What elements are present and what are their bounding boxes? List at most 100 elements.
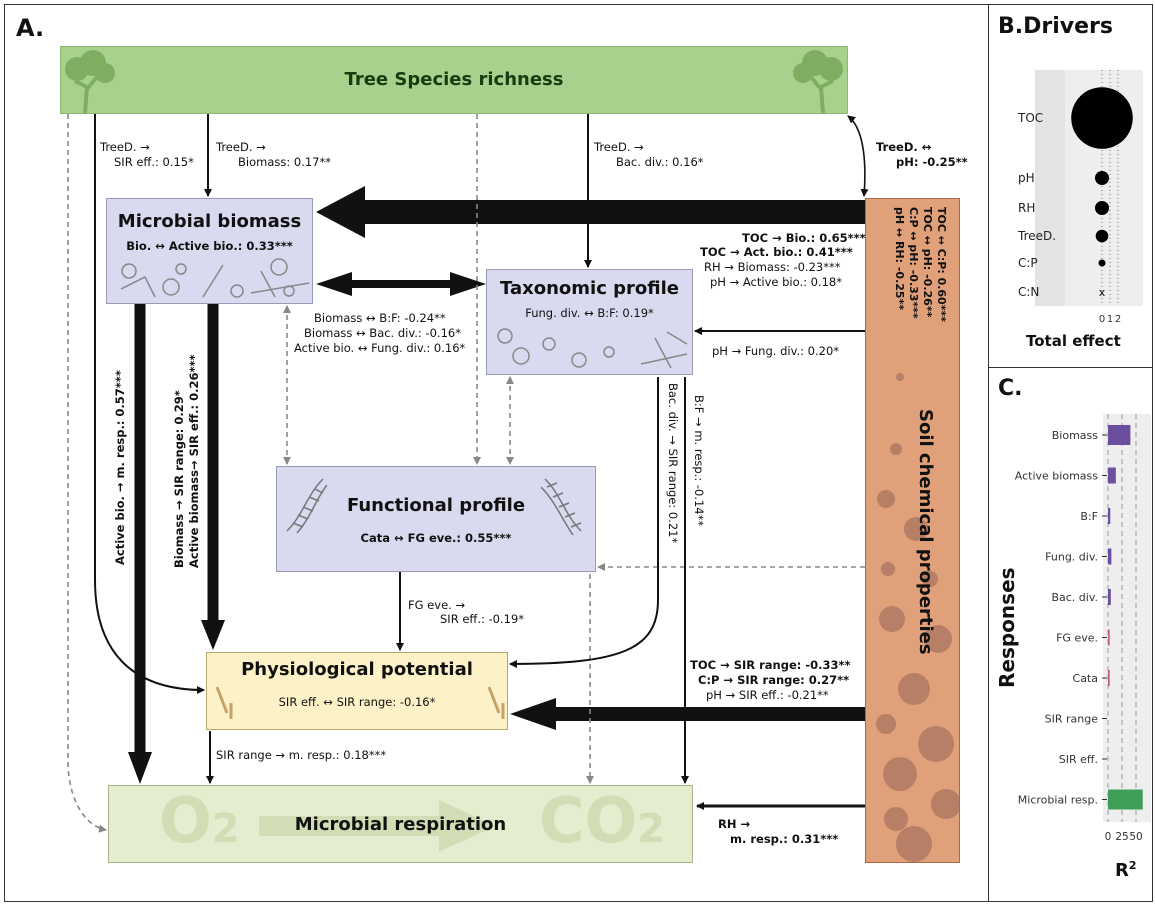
drivers-xlabel: Total effect <box>1026 332 1121 350</box>
soil-phys-label-3: pH → SIR eff.: -0.21** <box>706 688 829 702</box>
tree-richness-title: Tree Species richness <box>344 69 564 90</box>
responses-tick-0: 0 <box>1105 831 1112 843</box>
responses-xlabel: R2 <box>1115 859 1137 881</box>
drivers-dot-treed- <box>1095 229 1109 243</box>
responses-label-microbial-resp-: Microbial resp. <box>1018 794 1098 807</box>
microbial-biomass-box: Microbial biomass Bio. ↔ Active bio.: 0.… <box>106 198 313 304</box>
soil-cor-2: TOC ↔ pH: -0.26** <box>921 207 934 318</box>
panel-b-label: B.Drivers <box>998 14 1113 39</box>
tube-left-icon <box>215 686 233 719</box>
tube-right-icon <box>487 686 505 719</box>
tree-bio-label-1: TreeD. → <box>216 140 266 154</box>
bf-resp-label: B:F → m. resp.: -0.14** <box>692 395 706 527</box>
soil-bio-label-3: RH → Biomass: -0.23*** <box>704 260 841 274</box>
o2-watermark: O2 <box>159 785 240 857</box>
bio-tax-label-2: Biomass ↔ Bac. div.: -0.16* <box>304 326 461 340</box>
bio-tax-label-1: Biomass ↔ B:F: -0.24** <box>314 311 446 325</box>
tree-sir-label-2: SIR eff.: 0.15* <box>114 155 194 169</box>
taxonomic-profile-title: Taxonomic profile <box>500 278 679 299</box>
fg-sir-label-1: FG eve. → <box>408 598 466 612</box>
responses-tick-50: 50 <box>1129 831 1142 843</box>
tree-bac-label-2: Bac. div.: 0.16* <box>616 155 704 169</box>
dna-left-icon <box>286 478 327 534</box>
responses-label-cata: Cata <box>1073 672 1098 685</box>
tree-ph-label-2: pH: -0.25** <box>896 155 968 169</box>
microbial-biomass-sub: Bio. ↔ Active bio.: 0.33*** <box>126 239 293 253</box>
physiological-potential-title: Physiological potential <box>241 659 473 680</box>
tree-bac-label-1: TreeD. → <box>594 140 644 154</box>
soil-fung-label: pH → Fung. div.: 0.20* <box>712 344 840 358</box>
soil-particles <box>876 373 959 862</box>
physiological-potential-box: Physiological potential SIR eff. ↔ SIR r… <box>206 652 508 730</box>
taxa-cells-icon <box>497 328 688 369</box>
responses-label-fung-div-: Fung. div. <box>1045 551 1098 564</box>
microbe-cells-icon <box>120 258 310 298</box>
responses-tick-25: 25 <box>1115 831 1128 843</box>
drivers-label-c-n: C:N <box>1018 285 1039 299</box>
panel-c-label: C. <box>998 376 1023 401</box>
soil-chemical-box: TOC ↔ C:P: 0.60*** TOC ↔ pH: -0.26** C:P… <box>865 198 960 863</box>
soil-phys-label-1: TOC → SIR range: -0.33** <box>690 658 851 672</box>
responses-label-bac-div-: Bac. div. <box>1051 591 1098 604</box>
drivers-label-ph: pH <box>1018 171 1035 185</box>
bio-sir-label-2: Active biomass→ SIR eff.: 0.26*** <box>187 354 201 568</box>
drivers-plot-left-band <box>1035 70 1065 306</box>
tree-left-icon <box>65 50 115 113</box>
responses-label-sir-eff-: SIR eff. <box>1059 753 1098 766</box>
responses-ylabel: Responses <box>995 567 1019 688</box>
panel-c-frame <box>989 367 1153 902</box>
drivers-tick-2: 2 <box>1115 314 1121 325</box>
microbial-respiration-box: O2 CO2 Microbial respiration <box>108 785 693 863</box>
rh-resp-label-1: RH → <box>718 817 751 831</box>
drivers-dot-rh <box>1095 201 1109 215</box>
sir-resp-label: SIR range → m. resp.: 0.18*** <box>216 748 387 762</box>
microbial-respiration-title: Microbial respiration <box>294 814 507 835</box>
bio-tax-label-3: Active bio. ↔ Fung. div.: 0.16* <box>294 341 466 355</box>
responses-bar-fg-eve- <box>1108 629 1110 646</box>
drivers-label-c-p: C:P <box>1018 256 1038 270</box>
drivers-dot-toc <box>1071 87 1133 149</box>
soil-phys-label-2: C:P → SIR range: 0.27** <box>698 673 850 687</box>
drivers-tick-1: 1 <box>1107 314 1113 325</box>
responses-bar-biomass <box>1108 425 1131 445</box>
tree-sir-label-1: TreeD. → <box>100 140 150 154</box>
tree-ph-label-1: TreeD. ↔ <box>876 140 932 154</box>
act-resp-label: Active bio. → m. resp.: 0.57*** <box>113 370 127 565</box>
responses-bar-b-f <box>1108 508 1111 524</box>
co2-watermark: CO2 <box>539 785 666 857</box>
bio-sir-label-1: Biomass → SIR range: 0.29* <box>172 390 186 568</box>
drivers-label-toc: TOC <box>1017 111 1043 125</box>
responses-bar-microbial-resp- <box>1108 789 1143 810</box>
soil-cor-1: TOC ↔ C:P: 0.60*** <box>935 207 948 322</box>
tree-right-icon <box>793 50 843 113</box>
fg-sir-label-2: SIR eff.: -0.19* <box>440 612 525 626</box>
drivers-tick-0: 0 <box>1099 314 1105 325</box>
microbial-biomass-title: Microbial biomass <box>117 211 302 232</box>
soil-bio-label-4: pH → Active bio.: 0.18* <box>710 275 842 289</box>
soil-cor-3: C:P ↔ pH: -0.33*** <box>907 207 920 319</box>
soil-bio-label-2: TOC → Act. bio.: 0.41*** <box>700 245 853 259</box>
tree-bio-label-2: Biomass: 0.17** <box>238 155 331 169</box>
soil-chemical-title: Soil chemical properties <box>915 409 936 655</box>
responses-bar-bac-div- <box>1108 589 1111 605</box>
responses-label-b-f: B:F <box>1080 510 1098 523</box>
arrow-watermark <box>259 800 495 852</box>
drivers-label-treed-: TreeD. <box>1017 229 1056 243</box>
responses-label-biomass: Biomass <box>1052 429 1099 442</box>
responses-bar-cata <box>1108 670 1110 686</box>
responses-label-active-biomass: Active biomass <box>1015 470 1098 483</box>
panel-a-label: A. <box>16 14 45 42</box>
physiological-potential-sub: SIR eff. ↔ SIR range: -0.16* <box>278 695 436 709</box>
drivers-dot-c-p <box>1098 259 1106 267</box>
bac-sir-label: Bac. div. → SIR range: 0.21* <box>666 383 680 544</box>
responses-label-sir-range: SIR range <box>1045 713 1099 726</box>
responses-bar-active-biomass <box>1108 467 1116 484</box>
responses-bar-fung-div- <box>1108 548 1112 565</box>
tree-richness-box: Tree Species richness <box>60 46 848 114</box>
drivers-mark-c-n: x <box>1099 286 1106 299</box>
soil-cor-4: pH ↔ RH: -0.25** <box>893 207 906 311</box>
functional-profile-box: Functional profile Cata ↔ FG eve.: 0.55*… <box>276 466 596 572</box>
taxonomic-profile-box: Taxonomic profile Fung. div. ↔ B:F: 0.19… <box>486 269 693 375</box>
